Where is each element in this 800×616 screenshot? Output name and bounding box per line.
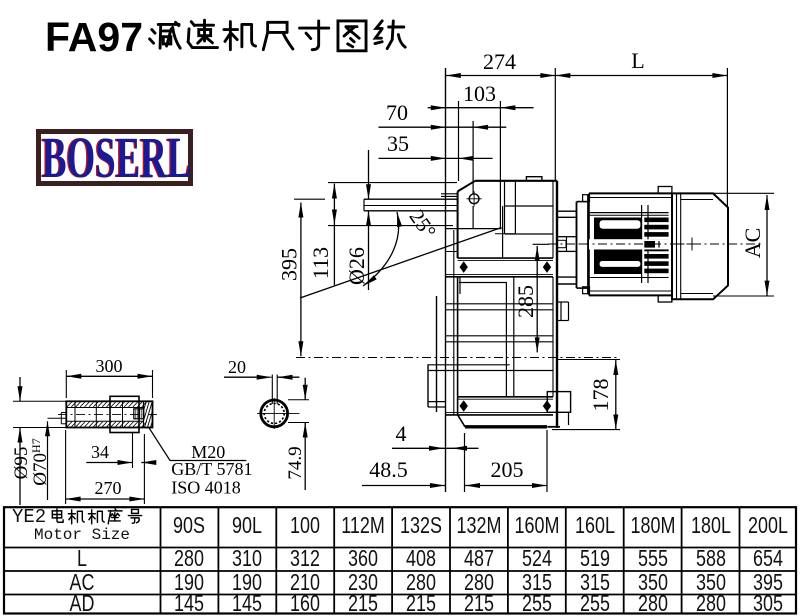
svg-text:4: 4 <box>396 421 407 446</box>
svg-text:Ø26: Ø26 <box>344 247 369 285</box>
svg-text:ISO 4018: ISO 4018 <box>171 478 241 498</box>
svg-text:270: 270 <box>95 478 122 498</box>
svg-text:395: 395 <box>277 248 302 281</box>
svg-text:34: 34 <box>91 442 109 462</box>
svg-text:285: 285 <box>513 285 538 318</box>
svg-text:205: 205 <box>491 457 524 482</box>
svg-text:GB/T 5781: GB/T 5781 <box>171 459 252 479</box>
svg-text:M20: M20 <box>191 442 225 462</box>
svg-text:AC: AC <box>740 228 765 259</box>
svg-text:Ø95: Ø95 <box>11 447 32 480</box>
svg-text:113: 113 <box>308 247 333 279</box>
svg-text:74.9: 74.9 <box>285 446 306 479</box>
svg-text:L: L <box>631 48 644 73</box>
svg-text:20: 20 <box>228 357 246 377</box>
svg-text:35: 35 <box>387 131 409 156</box>
svg-text:178: 178 <box>588 379 613 412</box>
svg-text:48.5: 48.5 <box>369 457 408 482</box>
svg-text:274: 274 <box>483 49 516 74</box>
svg-text:103: 103 <box>463 81 496 106</box>
svg-text:300: 300 <box>96 356 123 376</box>
svg-text:70: 70 <box>386 100 408 125</box>
